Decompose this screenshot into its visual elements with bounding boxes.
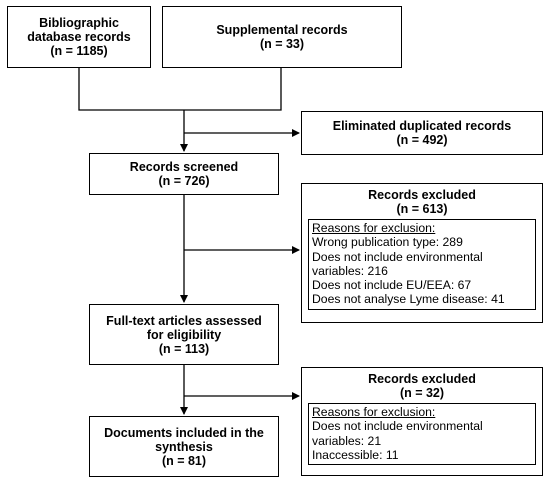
eliminated-duplicates-title: Eliminated duplicated records [332,119,512,133]
fulltext-assessed-count: (n = 113) [158,341,210,356]
bibliographic-records-title: Bibliographic database records [27,16,131,44]
supplemental-records-count: (n = 33) [259,37,305,51]
bibliographic-records-count: (n = 1185) [50,44,108,58]
documents-included-count: (n = 81) [161,453,207,468]
records-excluded-2-count: (n = 32) [399,386,445,400]
documents-included-title: Documents included in the synthesis [104,425,264,454]
records-screened-count: (n = 726) [158,174,210,188]
bibliographic-records-box: Bibliographic database records (n = 1185… [7,6,151,68]
exclusion-reasons-1-heading: Reasons for exclusion: [312,221,436,235]
exclusion-reasons-2-heading: Reasons for exclusion: [312,405,436,419]
documents-included-box: Documents included in the synthesis (n =… [89,416,279,477]
eliminated-duplicates-count: (n = 492) [396,133,448,147]
exclusion-reason-item: Inaccessible: 11 [312,447,399,462]
records-screened-box: Records screened (n = 726) [89,153,279,195]
fulltext-assessed-title: Full-text articles assessed for eligibil… [106,313,262,342]
exclusion-reason-item: Does not analyse Lyme disease: 41 [312,292,505,307]
records-excluded-2-title: Records excluded [368,372,476,386]
exclusion-reason-item: Does not include EU/EEA: 67 [312,278,472,293]
records-screened-title: Records screened [129,160,239,174]
records-excluded-1-title: Records excluded [368,188,476,202]
supplemental-records-box: Supplemental records (n = 33) [162,6,402,68]
exclusion-reason-item: Does not include environmental variables… [312,419,483,448]
records-excluded-1-count: (n = 613) [396,202,448,216]
eliminated-duplicates-box: Eliminated duplicated records (n = 492) [301,111,543,155]
supplemental-records-title: Supplemental records [216,23,348,37]
records-excluded-box-2: Records excluded (n = 32) Reasons for ex… [301,367,543,476]
exclusion-reasons-2: Reasons for exclusion: Does not include … [308,403,536,466]
records-excluded-box-1: Records excluded (n = 613) Reasons for e… [301,183,543,323]
exclusion-reason-item: Does not include environmental variables… [312,249,483,278]
merge-line [78,68,282,111]
exclusion-reasons-1: Reasons for exclusion: Wrong publication… [308,219,536,310]
exclusion-reason-item: Wrong publication type: 289 [312,235,463,250]
fulltext-assessed-box: Full-text articles assessed for eligibil… [89,304,279,365]
